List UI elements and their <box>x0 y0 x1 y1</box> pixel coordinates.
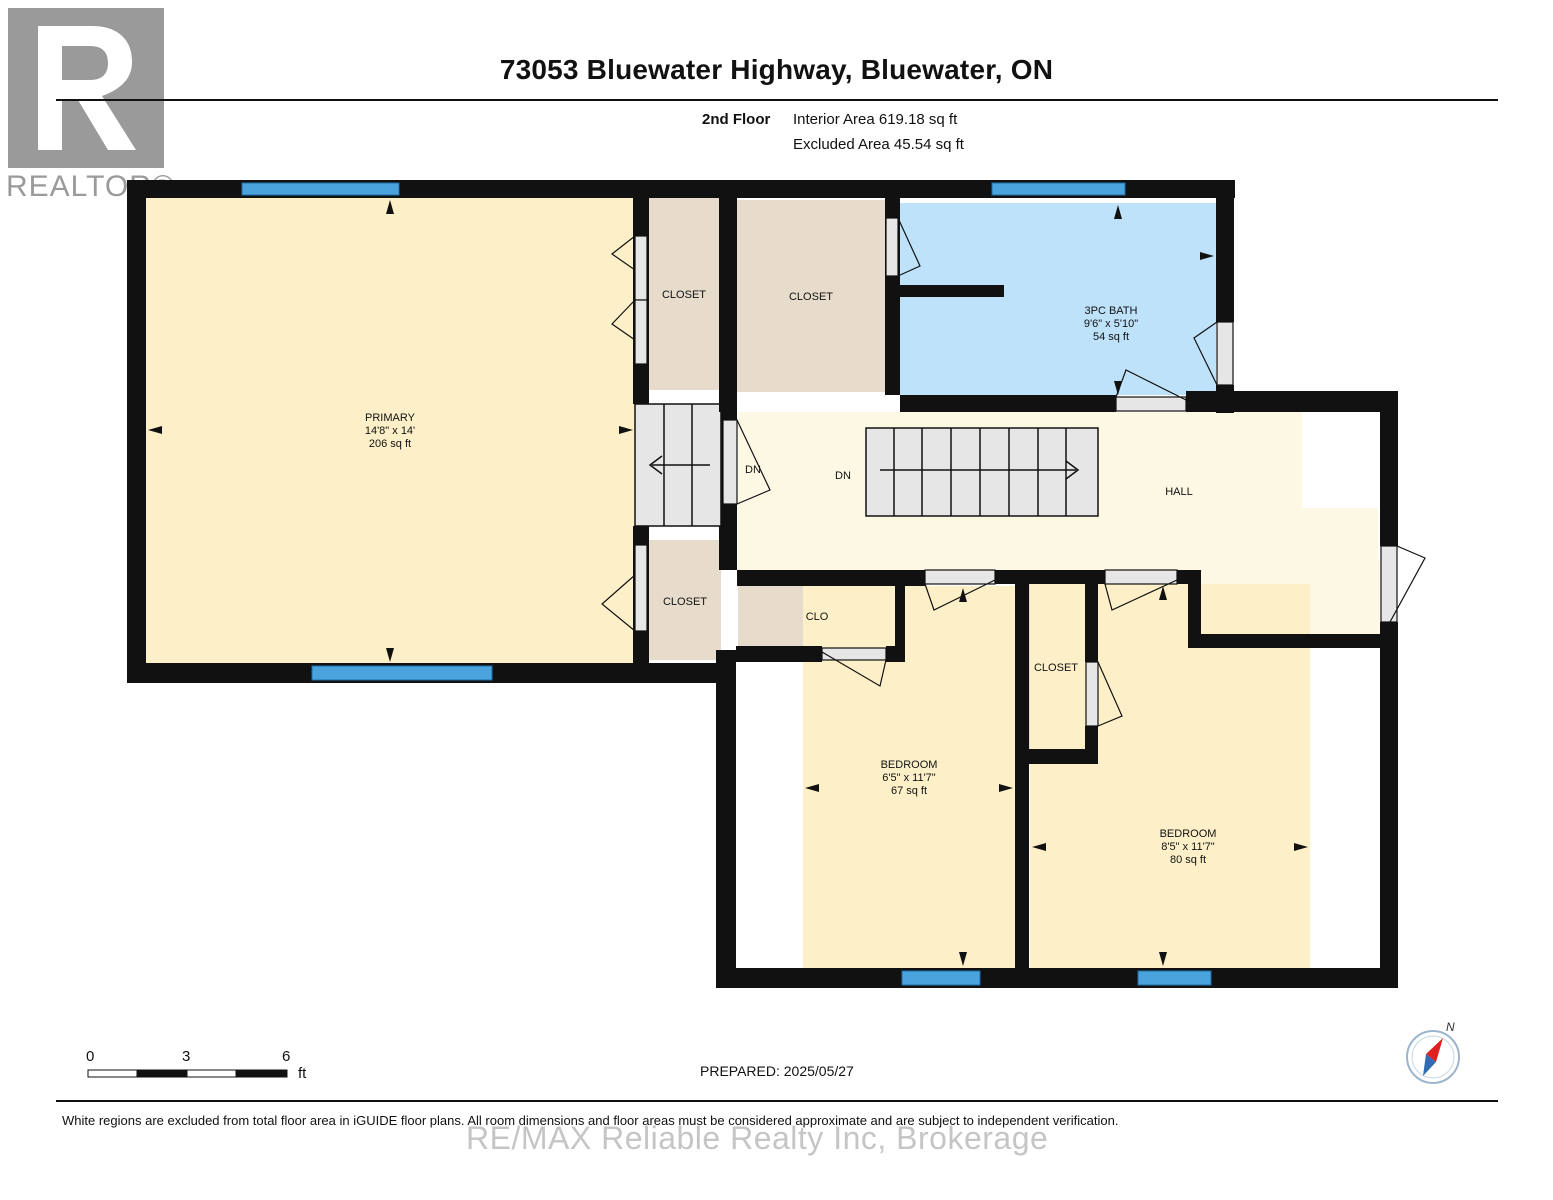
bed1-dims: 6'5" x 11'7" <box>882 772 935 784</box>
compass-north: N <box>1446 1020 1455 1034</box>
bed1-area: 67 sq ft <box>891 785 927 797</box>
dn-label-1: DN <box>745 464 761 476</box>
interior-area: Interior Area 619.18 sq ft <box>793 111 958 128</box>
disclaimer: White regions are excluded from total fl… <box>62 1113 1119 1128</box>
bed2-dims: 8'5" x 11'7" <box>1161 841 1214 853</box>
clo-label: CLO <box>806 611 829 623</box>
closet-fill-3 <box>649 540 721 660</box>
scale-0: 0 <box>86 1048 95 1065</box>
doors <box>601 217 1426 727</box>
scale-3: 3 <box>182 1048 191 1065</box>
closet-label-3: CLOSET <box>663 596 707 608</box>
bath-dims: 9'6" x 5'10" <box>1084 318 1138 330</box>
scale-6: 6 <box>282 1048 291 1065</box>
hall-name: HALL <box>1165 486 1193 498</box>
brokerage-watermark: RE/MAX Reliable Realty Inc, Brokerage <box>466 1120 1049 1156</box>
scale-bar <box>87 1069 288 1078</box>
primary-name: PRIMARY <box>365 412 416 424</box>
bath-fill <box>900 203 1216 395</box>
primary-fill <box>146 198 635 663</box>
closet-label-4: CLOSET <box>1034 662 1078 674</box>
stairs-main <box>865 427 1099 517</box>
excluded-area: Excluded Area 45.54 sq ft <box>793 136 964 153</box>
bath-name: 3PC BATH <box>1085 305 1138 317</box>
primary-dims: 14'8" x 14' <box>365 425 415 437</box>
scale-unit: ft <box>298 1065 307 1082</box>
dn-label-2: DN <box>835 470 851 482</box>
closet-fill-2 <box>737 200 885 392</box>
realtor-r-mark <box>8 8 164 168</box>
bed2-area: 80 sq ft <box>1170 854 1206 866</box>
compass-icon <box>1406 1030 1460 1084</box>
closet-label-2: CLOSET <box>789 291 833 303</box>
bed1-name: BEDROOM <box>881 759 938 771</box>
bed2-name: BEDROOM <box>1160 828 1217 840</box>
closet-label-1: CLOSET <box>662 289 706 301</box>
header-divider <box>56 99 1498 101</box>
dimension-arrows <box>148 200 1308 966</box>
stairs-small <box>634 403 722 527</box>
bath-area: 54 sq ft <box>1093 331 1129 343</box>
hall-notch <box>1302 412 1380 508</box>
room-labels: PRIMARY 14'8" x 14' 206 sq ft 3PC BATH 9… <box>365 289 1217 866</box>
windows <box>241 182 1212 986</box>
closet-fill-1 <box>649 198 719 390</box>
page-title: 73053 Bluewater Highway, Bluewater, ON <box>499 54 1054 85</box>
prepared-date: PREPARED: 2025/05/27 <box>700 1063 854 1079</box>
floor-label: 2nd Floor <box>702 111 771 128</box>
primary-area: 206 sq ft <box>369 438 411 450</box>
realtor-logo: REALTOR® <box>0 0 185 215</box>
footer-divider <box>56 1100 1498 1102</box>
